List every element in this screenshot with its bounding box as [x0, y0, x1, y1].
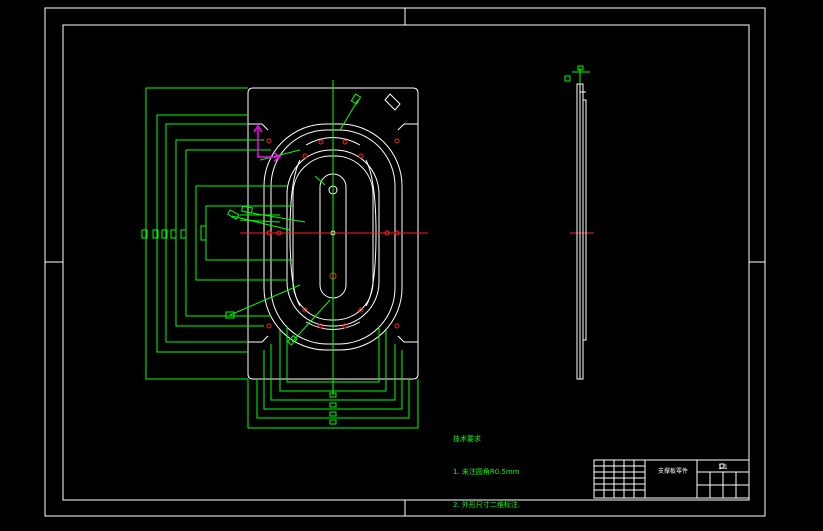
technical-requirements: 技术要求 1. 未注圆角R0.5mm 2. 外形尺寸二维标注.	[453, 412, 520, 522]
drawing-scale: 1:1	[718, 464, 728, 471]
note-item-1: 1. 未注圆角R0.5mm	[453, 468, 520, 476]
plate-side-view	[564, 65, 590, 380]
mounting-holes	[266, 138, 400, 329]
dimension-tags-left	[141, 225, 207, 241]
datum-symbol	[253, 124, 282, 162]
note-item-2: 2. 外形尺寸二维标注.	[453, 501, 521, 509]
dimension-lines-bottom	[247, 80, 419, 429]
drawing-name: 支撑板零件	[657, 468, 688, 475]
centering-marks	[45, 8, 765, 516]
notes-heading: 技术要求	[453, 435, 481, 443]
title-block	[593, 459, 750, 499]
sheet-border	[44, 7, 766, 517]
dimension-tags-bottom	[329, 392, 337, 425]
leader-lines	[225, 93, 362, 346]
